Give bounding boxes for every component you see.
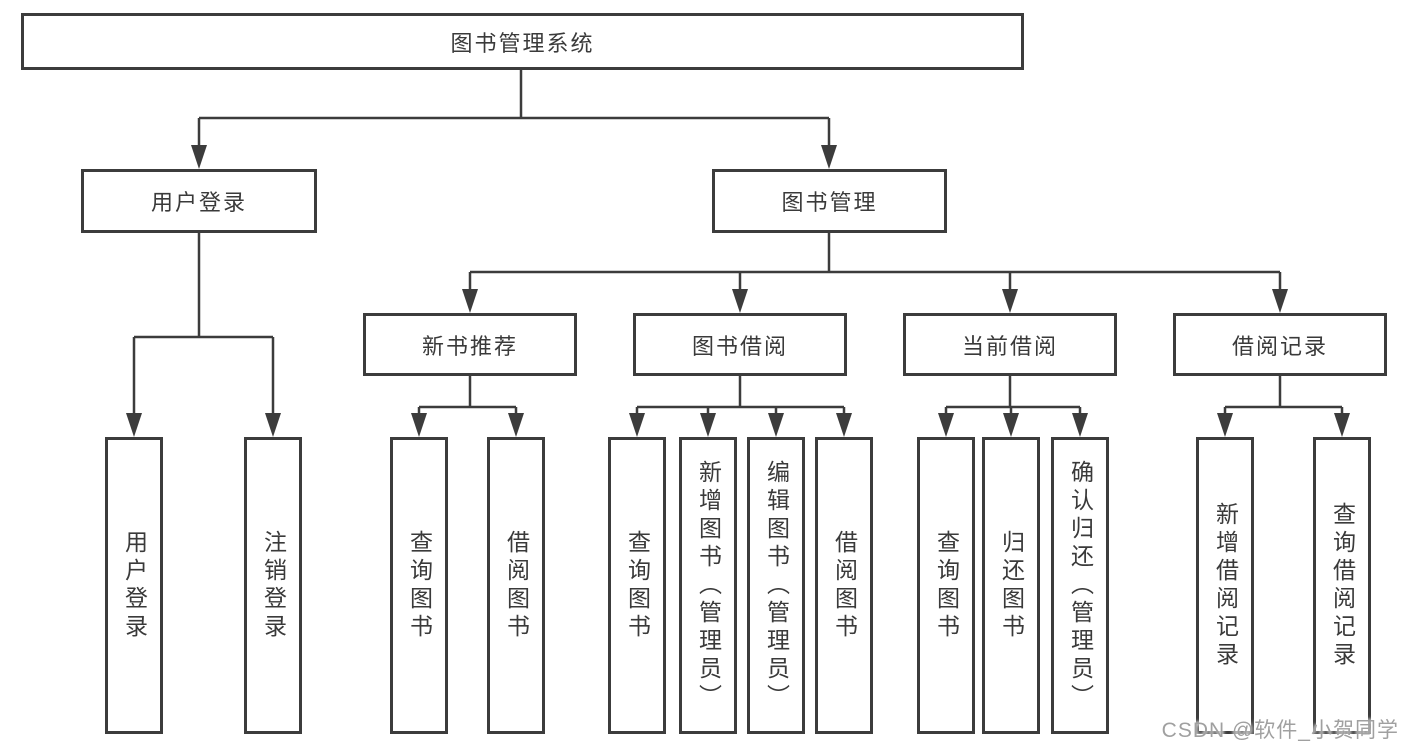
arrow-down-icon <box>265 413 281 437</box>
node-label: 当前借阅 <box>961 333 1058 359</box>
leaf-confirm-return-admin: 确认归还（管理员） <box>1051 437 1109 734</box>
arrow-down-icon <box>629 413 645 437</box>
node-label: 确认归还（管理员） <box>1067 459 1094 712</box>
node-book-management: 图书管理 <box>712 169 947 233</box>
arrow-down-icon <box>1002 289 1018 313</box>
node-label: 借阅图书 <box>503 529 530 642</box>
arrow-down-icon <box>508 413 524 437</box>
node-new-book-recommend: 新书推荐 <box>363 313 577 376</box>
node-book-borrow: 图书借阅 <box>633 313 847 376</box>
arrow-down-icon <box>700 413 716 437</box>
node-current-borrow: 当前借阅 <box>903 313 1117 376</box>
node-label: 借阅记录 <box>1231 333 1328 359</box>
node-label: 图书管理系统 <box>450 30 595 56</box>
node-label: 用户登录 <box>150 190 247 215</box>
leaf-add-borrow-record: 新增借阅记录 <box>1196 437 1254 734</box>
leaf-query-books-current: 查询图书 <box>917 437 975 734</box>
node-label: 图书管理 <box>781 190 878 215</box>
node-library-system: 图书管理系统 <box>21 13 1024 70</box>
node-label: 编辑图书（管理员） <box>763 459 790 712</box>
arrow-down-icon <box>411 413 427 437</box>
arrow-down-icon <box>768 413 784 437</box>
arrow-down-icon <box>836 413 852 437</box>
leaf-borrow-books: 借阅图书 <box>815 437 873 734</box>
arrow-down-icon <box>1217 413 1233 437</box>
node-label: 新书推荐 <box>421 333 518 359</box>
arrow-down-icon <box>1003 413 1019 437</box>
arrow-down-icon <box>1334 413 1350 437</box>
watermark: CSDN @软件_小贺同学 <box>1161 719 1399 742</box>
node-label: 归还图书 <box>998 529 1025 642</box>
arrow-down-icon <box>732 289 748 313</box>
node-label: 图书借阅 <box>691 333 788 359</box>
arrow-down-icon <box>1272 289 1288 313</box>
node-label: 借阅图书 <box>831 529 858 642</box>
node-label: 查询图书 <box>933 529 960 642</box>
leaf-query-borrow-record: 查询借阅记录 <box>1313 437 1371 734</box>
node-label: 用户登录 <box>121 529 148 642</box>
arrow-down-icon <box>938 413 954 437</box>
node-label: 新增图书（管理员） <box>695 459 722 712</box>
leaf-return-books: 归还图书 <box>982 437 1040 734</box>
node-label: 查询借阅记录 <box>1329 501 1356 670</box>
leaf-borrow-books-recommend: 借阅图书 <box>487 437 545 734</box>
node-label: 查询图书 <box>406 529 433 642</box>
arrow-down-icon <box>462 289 478 313</box>
leaf-logout: 注销登录 <box>244 437 302 734</box>
node-borrow-records: 借阅记录 <box>1173 313 1387 376</box>
node-label: 查询图书 <box>624 529 651 642</box>
arrow-down-icon <box>1072 413 1088 437</box>
arrow-down-icon <box>191 145 207 169</box>
leaf-query-books: 查询图书 <box>608 437 666 734</box>
node-user-login-branch: 用户登录 <box>81 169 317 233</box>
leaf-query-books-recommend: 查询图书 <box>390 437 448 734</box>
leaf-user-login: 用户登录 <box>105 437 163 734</box>
node-label: 注销登录 <box>260 529 287 642</box>
leaf-add-books-admin: 新增图书（管理员） <box>679 437 737 734</box>
node-label: 新增借阅记录 <box>1212 501 1239 670</box>
arrow-down-icon <box>126 413 142 437</box>
leaf-edit-books-admin: 编辑图书（管理员） <box>747 437 805 734</box>
arrow-down-icon <box>821 145 837 169</box>
